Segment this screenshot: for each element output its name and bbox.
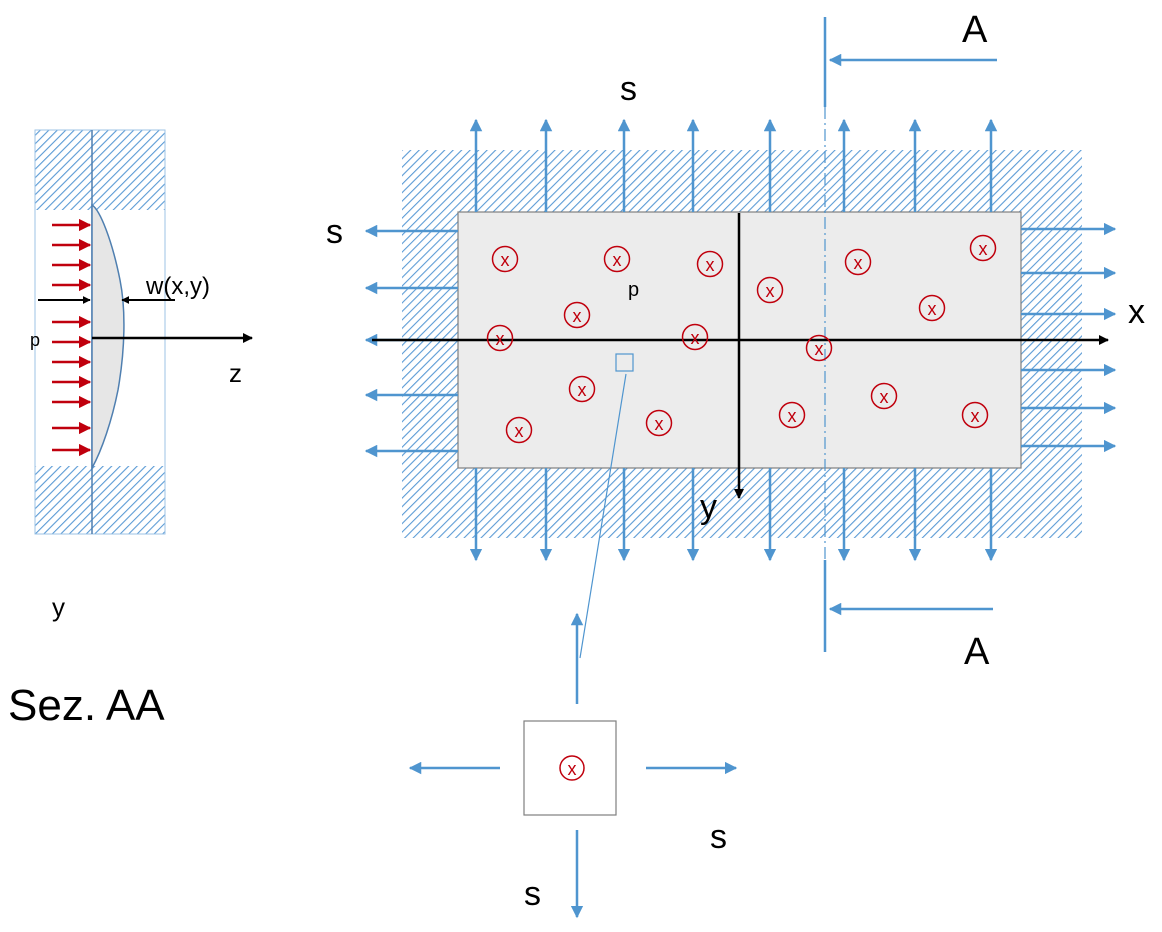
pressure-marker-icon: x (568, 375, 596, 403)
section-p-label: p (30, 330, 40, 350)
section-aa: p w(x,y) z y Sez. AA (8, 129, 253, 730)
svg-text:x: x (501, 250, 510, 270)
pressure-marker-icon: x (563, 301, 591, 329)
main-plate-diagram: A A x y p s s x x x x x x x x x x x x x x x x x (326, 9, 1145, 673)
svg-text:x: x (706, 255, 715, 275)
pressure-marker-icon: x (870, 382, 898, 410)
pressure-marker-icon: x (918, 294, 946, 322)
section-title: Sez. AA (8, 681, 165, 730)
pressure-arrows (52, 218, 92, 457)
svg-text:x: x (573, 306, 582, 326)
pressure-marker-icon: x (756, 276, 784, 304)
pressure-marker-icon: x (681, 323, 709, 351)
detail-small-square (615, 353, 634, 372)
pressure-marker-icon: x (505, 416, 533, 444)
svg-text:x: x (788, 406, 797, 426)
section-y-label: y (52, 592, 65, 622)
svg-text:x: x (655, 414, 664, 434)
svg-text:x: x (854, 253, 863, 273)
detail-element: x s s (408, 612, 738, 919)
section-hatch-top (35, 130, 165, 210)
pressure-marker-icon: x (778, 401, 806, 429)
detail-pressure-marker-x: x (568, 759, 577, 779)
cut-label-bottom: A (964, 631, 990, 673)
svg-text:x: x (496, 329, 505, 349)
detail-leader-line (579, 373, 627, 659)
pressure-marker-icon: x (603, 245, 631, 273)
svg-text:x: x (979, 239, 988, 259)
pressure-marker-icon: x (486, 324, 514, 352)
section-outline (34, 129, 166, 535)
s-label-right: s (710, 818, 727, 856)
deflection-curve (91, 203, 125, 471)
pressure-marker-icon: x (645, 409, 673, 437)
s-label-bottom: s (524, 875, 541, 913)
svg-text:x: x (613, 250, 622, 270)
pressure-marker-icon: x (491, 245, 519, 273)
section-z-label: z (229, 358, 242, 388)
svg-text:x: x (971, 406, 980, 426)
svg-text:x: x (815, 339, 824, 359)
svg-text:x: x (691, 328, 700, 348)
svg-text:x: x (515, 421, 524, 441)
axis-x-label: x (1128, 293, 1145, 331)
section-hatch-bottom (35, 466, 165, 534)
pressure-marker-icon: x (961, 401, 989, 429)
s-label-left: s (326, 213, 343, 251)
s-label-top: s (620, 70, 637, 108)
stress-arrows (364, 118, 1117, 562)
svg-text:x: x (928, 299, 937, 319)
pressure-marker-icon: x (969, 234, 997, 262)
plate-p-label: p (628, 279, 639, 301)
pressure-marker-icon: x (696, 250, 724, 278)
axis-y-label: y (700, 488, 717, 526)
section-w-label: w(x,y) (145, 273, 210, 300)
detail-pressure-marker-icon (559, 755, 585, 781)
svg-text:x: x (578, 380, 587, 400)
svg-text:x: x (766, 281, 775, 301)
detail-square (523, 720, 617, 816)
pressure-marker-icon: x (805, 334, 833, 362)
pressure-markers: x x x x x x x x x x x x x x x x x (486, 234, 997, 444)
svg-text:x: x (880, 387, 889, 407)
cut-label-top: A (962, 9, 988, 51)
pressure-marker-icon: x (844, 248, 872, 276)
